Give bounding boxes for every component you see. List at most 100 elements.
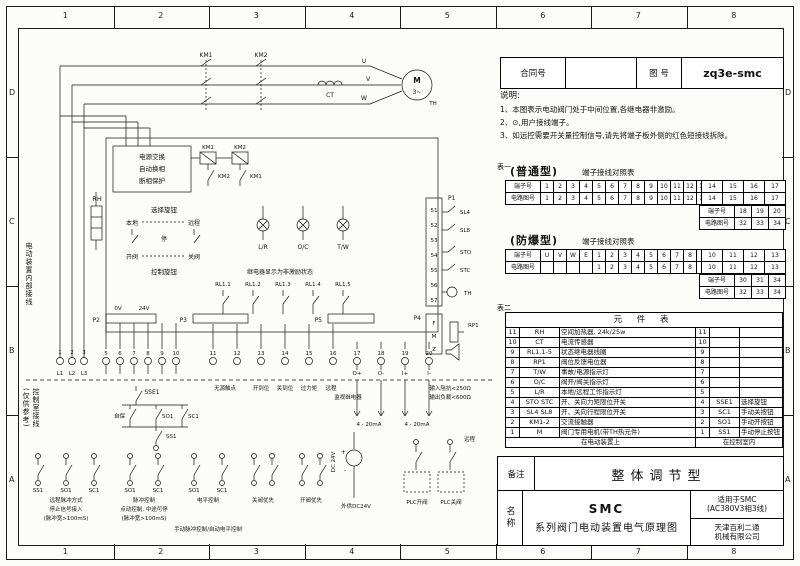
component-cell: 2 (505, 417, 520, 428)
component-cell: 阀开/阀关指示灯 (559, 377, 696, 388)
terminal-circle (219, 453, 225, 459)
schematic-label: 监视继电器 (334, 393, 362, 401)
component-cell: 10 (505, 337, 520, 348)
table-cell: 5 (644, 261, 658, 274)
terminal-circle (251, 480, 257, 486)
component-cell (709, 357, 740, 368)
table-cell (540, 261, 554, 274)
contract-no-label: 合同号 (501, 58, 566, 88)
ord-main: 端子号12345678910111213电路图号1234567891011121… (505, 180, 710, 205)
table-cell: 11 (670, 180, 684, 193)
wire (193, 234, 201, 244)
component-cell: O/C (519, 377, 560, 388)
table-cell: 12 (743, 261, 765, 274)
ordinary-terminal-table: 端子号12345678910111213电路图号1234567891011121… (505, 180, 710, 205)
table-cell (579, 261, 593, 274)
schematic-label: 9 (160, 351, 164, 357)
component-cell: 空间加热器, 24k/25w (559, 327, 696, 338)
schematic-label: KM1 (250, 174, 262, 180)
component-cell (709, 377, 740, 388)
table-cell (566, 261, 580, 274)
schematic-label: KM1 (202, 145, 214, 151)
schematic-label: 远程脉冲方式 (49, 496, 83, 504)
wire (131, 234, 139, 244)
wire (65, 464, 73, 476)
th-label: TH (428, 101, 437, 107)
grid-label: D (9, 87, 16, 97)
table-cell: 4 (631, 249, 645, 262)
frame-tick (6, 286, 18, 287)
schematic-label: SL4 (460, 210, 471, 216)
contract-no-value (566, 58, 637, 88)
component-cell: KM1-2 (519, 417, 560, 428)
ct-coil (317, 80, 343, 86)
schematic-label: 脉冲控制 (133, 496, 156, 504)
component-cell: RL1.1-5 (519, 347, 560, 358)
wire (338, 220, 348, 230)
company: 天津百利二通 机械有限公司 (691, 519, 783, 546)
schematic-label: M (432, 334, 437, 340)
grid-label: C (9, 216, 15, 226)
wire (415, 451, 423, 463)
schematic-label: T/W (336, 244, 349, 251)
drawing-header: 合同号 图 号 zq3e-smc (500, 57, 784, 89)
schematic-label: 点动控制, 中途可停 (120, 505, 168, 513)
terminal-circle (281, 357, 289, 365)
wire (447, 223, 456, 231)
grid-label: 5 (444, 11, 450, 20)
component-cell (738, 337, 784, 348)
component-cell (709, 367, 740, 378)
schematic-label: W (361, 95, 367, 102)
table-cell: 10 (701, 261, 723, 274)
table-cell: 32 (734, 217, 752, 230)
remark-value: 整体调节型 (611, 468, 707, 484)
component-cell: 交流接触器 (559, 417, 696, 428)
schematic-label: SC1 (217, 488, 228, 494)
terminal-circle (353, 357, 361, 365)
table-cell: 15 (722, 192, 744, 205)
schematic-label: I- (427, 371, 431, 377)
frame-tick (304, 544, 306, 560)
table-cell: 16 (743, 192, 765, 205)
schematic-label: 电源交换 (139, 152, 166, 161)
schematic-label: + (341, 449, 346, 456)
terminal-circle (127, 453, 133, 459)
terminal-circle (317, 480, 323, 486)
schematic-label: SL8 (460, 228, 471, 234)
component-cell: 6 (505, 377, 520, 388)
schematic-label: SO1 (162, 414, 173, 420)
schematic-label: STO (460, 250, 472, 256)
table-cell: 8 (683, 249, 697, 262)
table-cell: E (579, 249, 593, 262)
terminal-circle (377, 357, 385, 365)
wire (342, 295, 350, 305)
wire (135, 390, 143, 402)
frame-tick (495, 6, 497, 28)
drawing-title: 系列阀门电动装置电气原理图 (535, 523, 678, 534)
grid-label: A (785, 474, 791, 484)
schematic-label: L2 (69, 371, 76, 377)
title-block: 名称 SMC 系列阀门电动装置电气原理图 适用于SMC (AC380V3相3线)… (497, 490, 784, 546)
table-cell: U (540, 249, 554, 262)
control-room-wiring-text: 控制室接线 (32, 388, 40, 428)
component-cell: 11 (695, 327, 710, 338)
exp-main: 端子号UVWE123456789电路图号123456789 (505, 249, 710, 274)
schematic-label: 6 (118, 351, 122, 357)
terminal-circle (425, 357, 433, 365)
component-cell: SSE1 (709, 397, 740, 408)
schematic-label: 17 (354, 351, 361, 357)
table-cell: 1 (540, 180, 554, 193)
frame-tick (782, 286, 794, 287)
rh-label: RH (92, 195, 102, 203)
frame-tick (113, 544, 115, 560)
table-cell: 5 (644, 249, 658, 262)
component-cell: 9 (505, 347, 520, 358)
remark-row: 备注 整体调节型 (497, 456, 784, 492)
wire (369, 65, 403, 80)
table2-label: 表二 (497, 304, 511, 312)
wire (447, 245, 456, 253)
schematic-label: 2 (70, 350, 74, 356)
schematic-label: 远程 (325, 384, 337, 392)
terminal-circle (116, 357, 124, 365)
